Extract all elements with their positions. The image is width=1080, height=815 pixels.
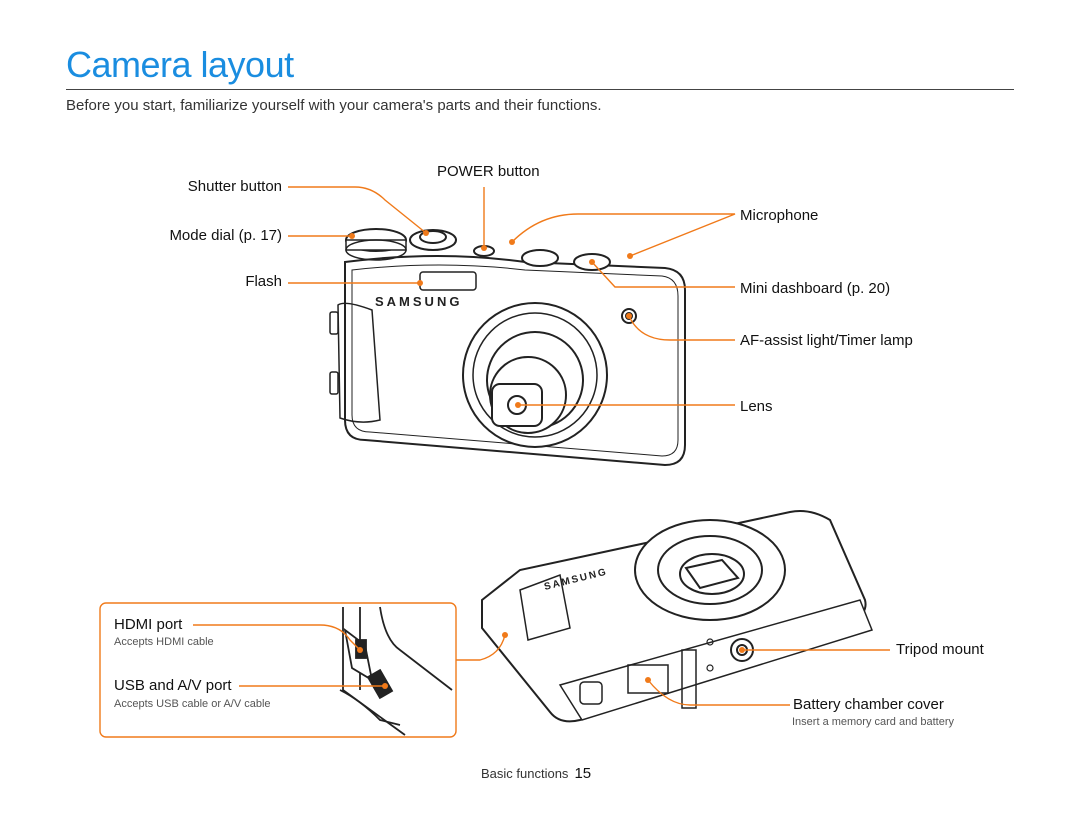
page-number: 15 [574,765,592,782]
front-callout-dots [349,230,633,408]
bottom-callout-dots [357,632,745,689]
page-title: Camera layout [66,44,294,85]
battery-cover-desc: Insert a memory card and battery [792,716,955,728]
bottom-callouts [193,624,890,706]
front-camera [329,228,686,467]
page-footer: Basic functions 15 [481,765,591,782]
bottom-camera [481,510,873,723]
power-button-label: POWER button [437,163,540,180]
port-zoom-box [99,602,457,738]
front-callouts [288,186,736,406]
usb-av-port-desc: Accepts USB cable or A/V cable [114,698,271,710]
usb-av-port-label: USB and A/V port [114,677,232,694]
hdmi-port-desc: Accepts HDMI cable [114,636,214,648]
front-brand-logo: SAMSUNG [375,294,462,309]
af-assist-label: AF-assist light/Timer lamp [740,332,913,349]
flash-label: Flash [245,273,282,290]
intro-text: Before you start, familiarize yourself w… [66,97,602,114]
port-zoom-illustration [339,606,453,736]
hdmi-port-label: HDMI port [114,616,183,633]
lens-label: Lens [740,398,773,415]
title-divider [66,89,1014,90]
tripod-mount-label: Tripod mount [896,641,984,658]
battery-cover-label: Battery chamber cover [793,696,944,713]
footer-section: Basic functions [481,766,569,781]
mini-dashboard-label: Mini dashboard (p. 20) [740,280,891,297]
microphone-label: Microphone [740,207,819,224]
mode-dial-label: Mode dial (p. 17) [169,227,282,244]
shutter-button-label: Shutter button [187,178,282,195]
